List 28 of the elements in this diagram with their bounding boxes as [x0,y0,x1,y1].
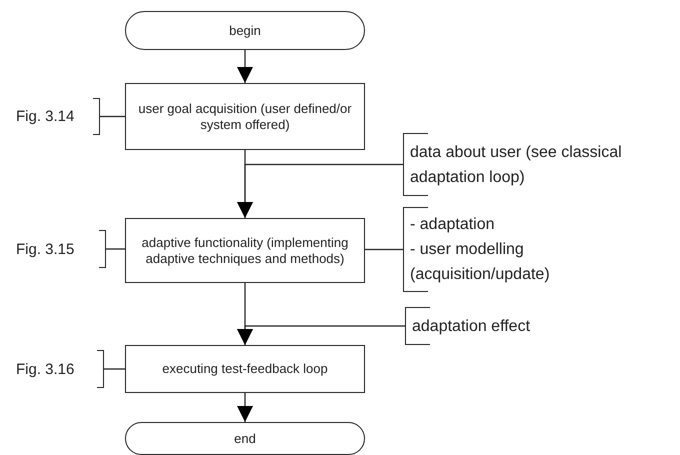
figure-label: Fig. 3.15 [16,240,74,258]
terminal-shape [125,11,365,50]
arrow [237,393,253,422]
connector-line [365,248,403,250]
step-label: adaptive functionality (implementing adaptive techniques and methods) [140,234,350,266]
step-label: executing test-feedback loop [162,361,328,377]
process-box [125,218,365,283]
arrow [237,50,253,83]
step-label: begin [229,22,261,38]
connector-line [106,248,125,250]
figure-reference [16,230,106,268]
process-box [125,345,365,393]
connector-line [100,116,125,118]
note-text: - adaptation [410,215,496,235]
arrow [237,325,405,345]
figure-reference [16,98,100,135]
figure-label: Fig. 3.16 [16,360,74,378]
step-label: end [234,430,256,446]
connector-line [104,368,125,370]
figure-label: Fig. 3.14 [16,108,74,125]
note-text: adaptation effect [412,316,532,336]
terminal-shape [125,422,365,455]
figure-reference [16,350,104,388]
arrow [237,164,403,218]
note-text: - user modelling (acquisition/update) [410,240,551,285]
step-label: user goal acquisition (user defined/or system offered) [137,100,353,132]
note-text: data about user (see classical adaptation loop) [410,142,623,188]
process-box [125,83,365,150]
